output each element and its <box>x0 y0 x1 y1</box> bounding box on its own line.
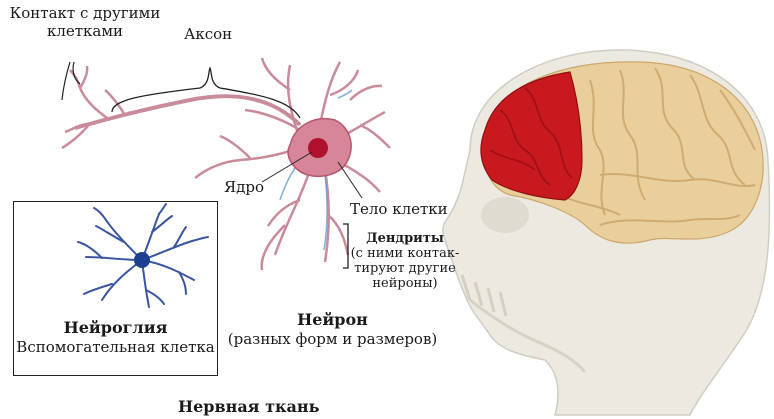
neuron-title: Нейрон <box>225 310 440 330</box>
contact-label: Контакт с другими клетками <box>0 4 170 40</box>
dendrites-line2: тируют другие <box>350 261 460 276</box>
dendrites-line1: (с ними контак- <box>350 246 460 261</box>
axon-terminals <box>62 66 125 148</box>
cell-body-label: Тело клетки <box>350 200 448 218</box>
axon-label: Аксон <box>184 25 232 43</box>
contact-label-line1: Контакт с другими <box>0 4 170 22</box>
neuron-subtitle: (разных форм и размеров) <box>225 330 440 349</box>
neuroglia-subtitle: Вспомогательная клетка <box>14 338 217 357</box>
tissue-caption: Нервная ткань <box>178 398 319 416</box>
axon <box>75 96 300 128</box>
neuroglia-illustration <box>14 202 219 322</box>
neuroglia-caption: Нейроглия Вспомогательная клетка <box>14 318 217 357</box>
nucleus <box>308 138 328 158</box>
neuron-caption: Нейрон (разных форм и размеров) <box>225 310 440 349</box>
neuroglia-title: Нейроглия <box>14 318 217 338</box>
contact-label-line2: клетками <box>0 22 170 40</box>
dendrites-label: Дендриты (с ними контак- тируют другие н… <box>350 231 460 291</box>
neuroglia-panel: Нейроглия Вспомогательная клетка <box>13 201 218 376</box>
nucleus-label: Ядро <box>224 178 264 196</box>
dendrites-line3: нейроны) <box>350 276 460 291</box>
dendrites-title: Дендриты <box>350 231 460 246</box>
contact-brace <box>62 62 80 100</box>
